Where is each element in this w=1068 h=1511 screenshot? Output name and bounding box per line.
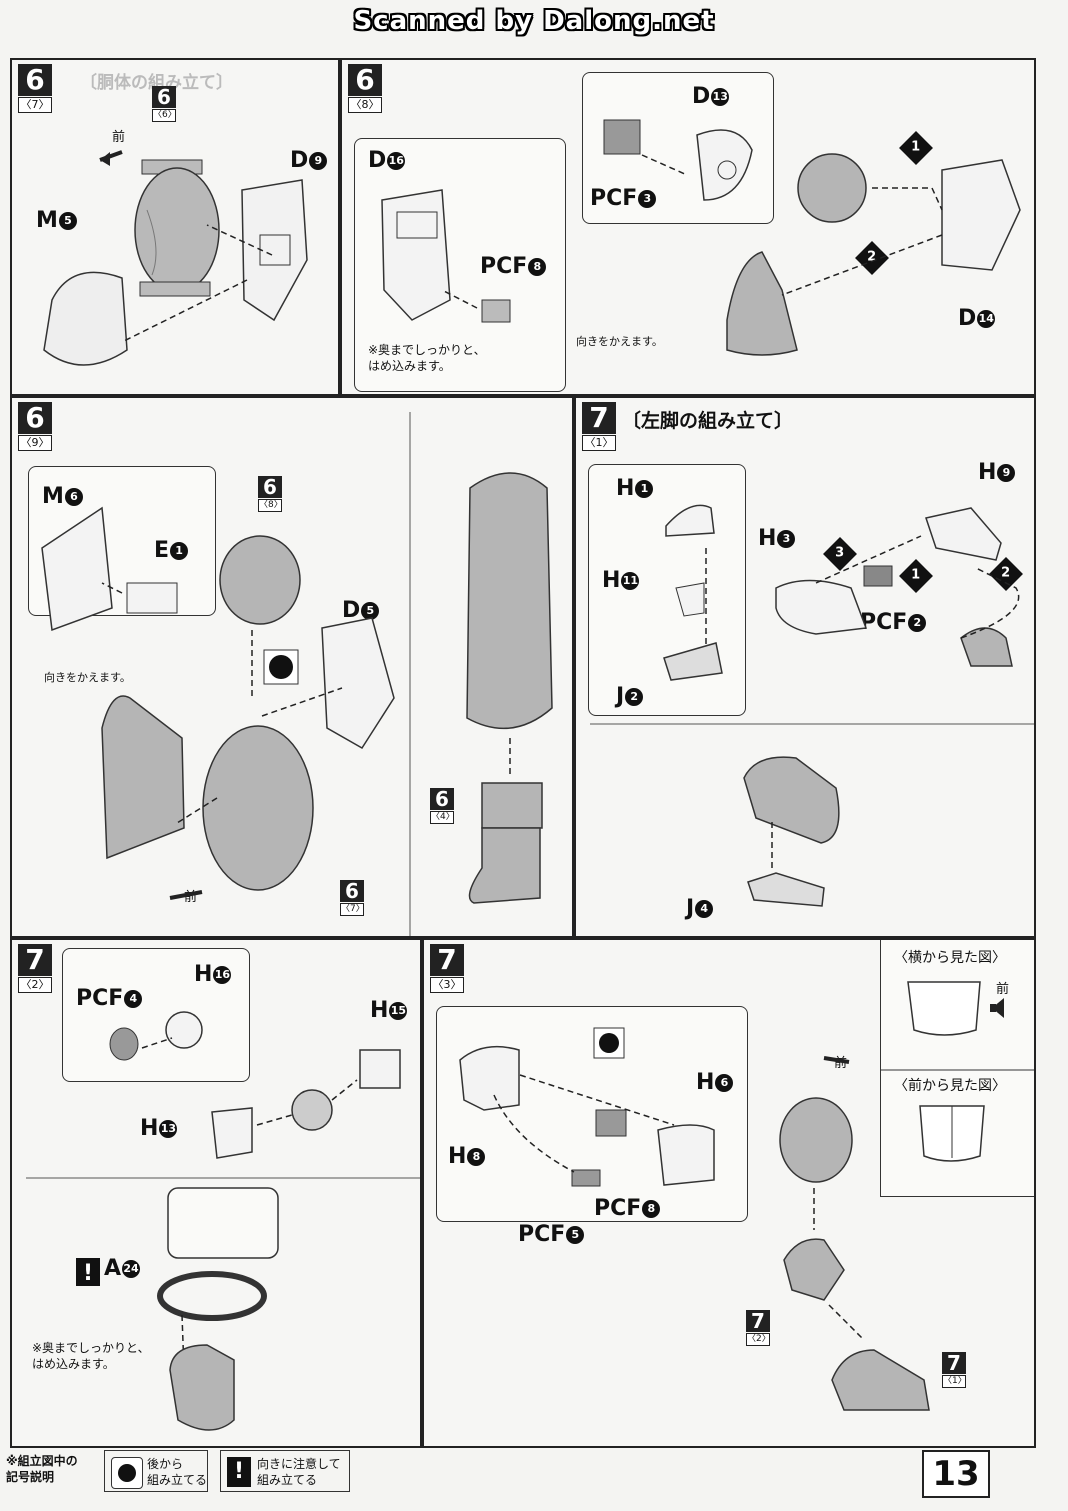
press-in-note: ※奥までしっかりと、 はめ込みます。 (32, 1341, 150, 1371)
page-number: 13 (922, 1450, 990, 1498)
step-badge: 6 〈9〉 (18, 402, 52, 451)
side-view-caption: 〈横から見た図〉 (894, 950, 1006, 966)
step-badge: 7 〈1〉 (582, 402, 616, 451)
symbol-legend: ※組立図中の 記号説明 後から 組み立てる ! 向きに注意して 組み立てる (6, 1450, 918, 1494)
front-label: 前 (112, 130, 126, 145)
shin-assembly-illustration (459, 981, 1034, 1411)
ref-step-badge-6-7: 6〈7〉 (340, 879, 365, 916)
ref-step-badge-7-1: 7〈1〉 (942, 1351, 967, 1388)
turn-note: 向きをかえます。 (44, 671, 131, 684)
knee-assembly-illustration: ! (26, 1011, 420, 1431)
legend-assemble-later: 後から 組み立てる (104, 1450, 208, 1492)
turn-note: 向きをかえます。 (576, 335, 663, 348)
step-badge: 6 〈8〉 (348, 64, 382, 113)
step-badge: 7 〈2〉 (18, 944, 52, 993)
caution-icon: ! (227, 1457, 251, 1487)
svg-text:!: ! (83, 1261, 93, 1286)
legend-title: ※組立図中の 記号説明 (6, 1454, 78, 1484)
scan-banner: Scanned by Dalong.net (353, 6, 715, 36)
legend-orientation-caution: ! 向きに注意して 組み立てる (220, 1450, 350, 1492)
step-badge: 7 〈3〉 (430, 944, 464, 993)
foot-assembly-illustration (590, 504, 1034, 907)
step-badge: 6 〈7〉 (18, 64, 52, 113)
section-title: 〔左脚の組み立て〕 (622, 410, 794, 432)
section-title: 〔胴体の組み立て〕 (80, 73, 233, 93)
assemble-later-icon (111, 1457, 143, 1489)
ref-step-badge-6-4: 6〈4〉 (430, 787, 455, 824)
side-view-front-label: 前 (996, 982, 1010, 997)
press-in-note: ※奥までしっかりと、 はめ込みます。 (368, 343, 486, 373)
torso-assembly-illustration (43, 150, 308, 366)
ref-step-badge-6-8: 6〈8〉 (258, 475, 283, 512)
ref-step-badge-7-2: 7〈2〉 (746, 1309, 771, 1346)
front-view-caption: 〈前から見た図〉 (894, 1078, 1006, 1094)
head-assembly-illustration (381, 119, 1021, 356)
upper-body-illustration (41, 412, 553, 936)
ref-step-badge: 6〈6〉 (152, 85, 177, 122)
